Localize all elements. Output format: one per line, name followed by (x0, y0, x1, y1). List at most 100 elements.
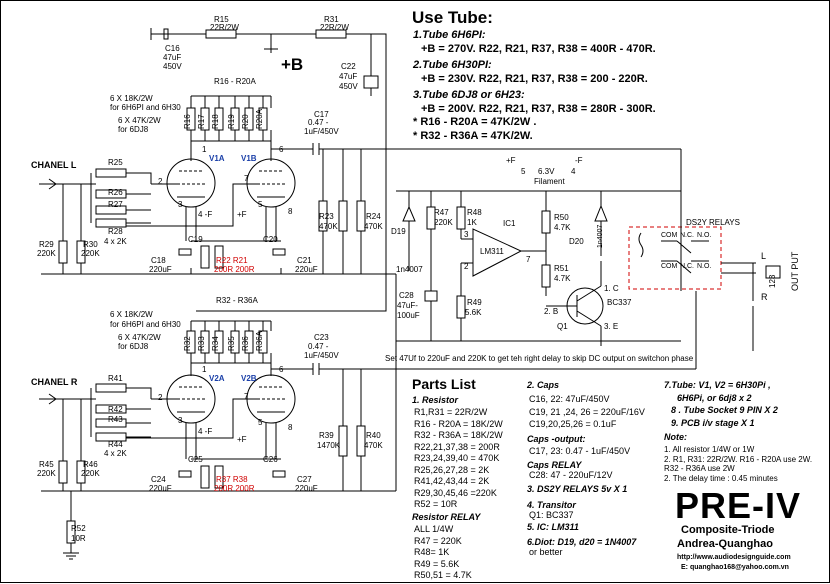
label-r35: R35 (227, 336, 236, 351)
note-line: 1. All resistor 1/4W or 1W (664, 445, 755, 454)
parts-resistor-title: 1. Resistor (412, 395, 459, 405)
use-tube-title: Use Tube: (412, 8, 493, 27)
label-r50: R50 (554, 213, 569, 222)
resistor-line: R23,24,39,40 = 470K (414, 453, 500, 463)
transistor-line: Q1: BC337 (529, 510, 574, 520)
label-v1a: V1A (209, 154, 225, 163)
caps-line: C19, 21 ,24, 26 = 220uF/16V (529, 407, 645, 417)
label-nc-2: N.C. (680, 263, 694, 270)
label-r29-val: 220K (37, 249, 56, 258)
label-upper-note1: 6 X 18K/2W (110, 94, 153, 103)
label-r40: R40 (366, 431, 381, 440)
label-r47-val: 220K (434, 218, 453, 227)
title-pre-iv: PRE-IV (675, 485, 802, 526)
parts-socket: 8 . Tube Socket 9 PIN X 2 (671, 405, 778, 415)
label-v2b: V2B (241, 374, 257, 383)
label-plusf-upper: +F (237, 210, 247, 219)
label-r16: R16 (183, 114, 192, 129)
label-c17-v: 1uF/450V (304, 127, 339, 136)
label-r17: R17 (197, 114, 206, 129)
caps-line: C19,20,25,26 = 0.1uF (529, 419, 617, 429)
label-r39-val: 1470K (317, 441, 341, 450)
resistor-line: R25,26,27,28 = 2K (414, 464, 490, 475)
label-plus-f: +F (506, 156, 516, 165)
label-r46-val: 220K (81, 469, 100, 478)
parts-pcb: 9. PCB i/v stage X 1 (671, 418, 755, 428)
label-no-2: N.O. (697, 263, 712, 270)
label-d19: D19 (391, 227, 406, 236)
label-c23: C23 (314, 333, 329, 342)
label-r45: R45 (39, 460, 54, 469)
label-r27: R27 (108, 200, 123, 209)
title-email: E: quanghao168@yahoo.com.vn (681, 564, 789, 571)
label-ic1: IC1 (503, 219, 516, 228)
label-c21: C21 (297, 256, 312, 265)
label-c25: C25 (188, 455, 203, 464)
label-r48-val: 1K (467, 218, 477, 227)
label-r52: R52 (71, 524, 86, 533)
parts-transistor-title: 4. Transitor (527, 500, 576, 510)
label-pin5-upper: 5 (258, 200, 263, 209)
parts-diot: 6.Diot: D19, d20 = 1N4007 (527, 537, 637, 547)
label-r42: R42 (108, 405, 123, 414)
label-pin7-lower: 7 (244, 392, 249, 401)
use-tube-3-title: 3.Tube 6DJ8 or 6H23: (413, 89, 525, 101)
label-c18: C18 (151, 256, 166, 265)
label-c17: C17 (314, 110, 329, 119)
parts-tube-line1: 7.Tube: V1, V2 = 6H30Pi , (664, 380, 771, 390)
label-r44: R44 (108, 440, 123, 449)
label-pin7-upper: 7 (244, 174, 249, 183)
label-r37-r38: R37 R38 (216, 475, 248, 484)
label-r34: R34 (211, 336, 220, 351)
label-c27: C27 (297, 475, 312, 484)
label-r15: R15 (214, 15, 229, 24)
label-q-pin3: 3. E (604, 322, 619, 331)
label-r30-val: 220K (81, 249, 100, 258)
resistor-line: R16 - R20A = 18K/2W (414, 418, 503, 429)
label-lower-note2: for 6H6PI and 6H30 (110, 320, 181, 329)
label-pin5-lower: 5 (258, 418, 263, 427)
label-c28: C28 (399, 291, 414, 300)
label-lm311: LM311 (480, 247, 504, 256)
parts-ic: 5. IC: LM311 (527, 522, 579, 532)
label-f-lower: 4 -F (198, 427, 213, 436)
label-r36: R36 (241, 336, 250, 351)
title-subtitle: Composite-Triode (681, 524, 775, 536)
label-r25: R25 (108, 158, 123, 167)
relay-res-line: R48= 1K (414, 547, 450, 557)
label-pin4-fil: 4 (571, 167, 576, 176)
parts-caps-relay-title: Caps RELAY (527, 460, 582, 470)
label-com-2: COM (661, 263, 678, 270)
label-out-pins: 123 (768, 274, 777, 288)
label-pin5-fil: 5 (521, 167, 526, 176)
label-out-r: R (761, 292, 768, 302)
note-line: 2. The delay time : 0.45 minutes (664, 473, 778, 483)
label-r29: R29 (39, 240, 54, 249)
label-com-1: COM (661, 232, 678, 239)
label-r50-val: 4.7K (554, 223, 571, 232)
label-d20: D20 (569, 237, 584, 246)
label-pin2-lower: 2 (158, 393, 163, 402)
label-r24-val: 470K (364, 222, 383, 231)
label-v2a: V2A (209, 374, 225, 383)
label-r44-val: 4 x 2K (104, 449, 127, 458)
label-r36a: R36A (255, 330, 264, 351)
parts-diot-better: or better (529, 547, 563, 557)
label-pin1-upper: 1 (202, 145, 207, 154)
label-r33: R33 (197, 336, 206, 351)
caps-line: C16, 22: 47uF/450V (529, 394, 610, 404)
label-r16-range: R16 - R20A (214, 77, 256, 86)
parts-relay-res-title: Resistor RELAY (412, 512, 481, 522)
label-pin6-lower: 6 (279, 365, 284, 374)
title-website: http://www.audiodesignguide.com (677, 554, 791, 561)
label-r20: R20 (241, 114, 250, 129)
label-r46: R46 (83, 460, 98, 469)
label-pin8-upper: 8 (288, 207, 293, 216)
caps-output-line: C17, 23: 0.47 - 1uF/450V (529, 446, 631, 456)
label-chanel-r: CHANEL R (31, 377, 78, 387)
label-out-put: OUT PUT (790, 251, 800, 291)
label-r51: R51 (554, 264, 569, 273)
label-pin1-lower: 1 (202, 365, 207, 374)
label-pin7-ic: 7 (526, 255, 531, 264)
